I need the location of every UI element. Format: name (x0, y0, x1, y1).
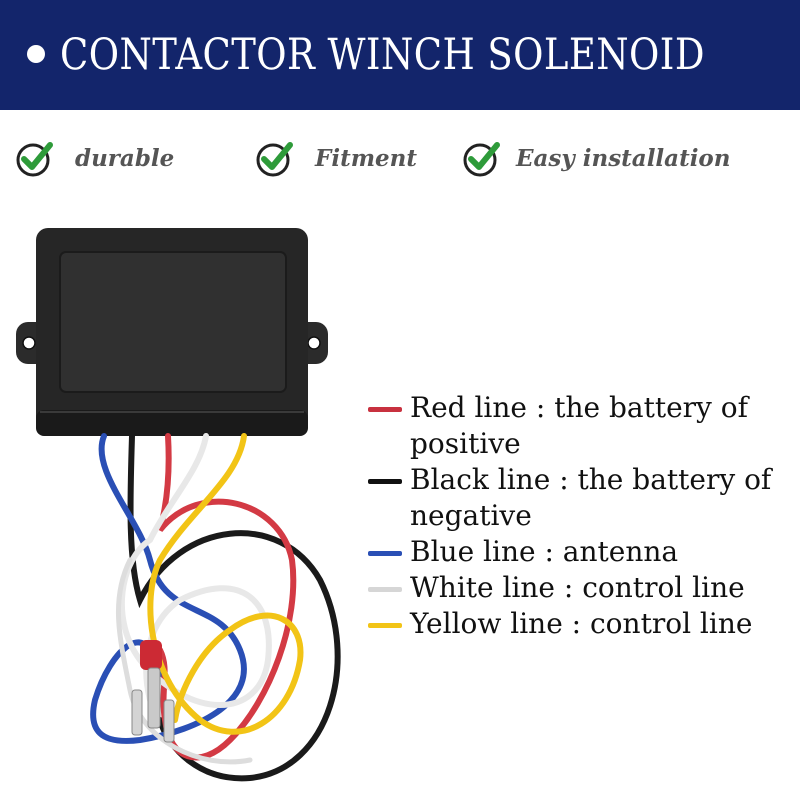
legend-label: Blue line : antenna (410, 535, 679, 568)
feature-fitment: Fitment (255, 133, 417, 183)
solenoid-housing (36, 228, 308, 436)
yellow-line-swatch (368, 623, 402, 628)
white-line-swatch (368, 587, 402, 592)
legend-label: White line : control line (410, 571, 745, 604)
wire-black (127, 433, 341, 782)
legend-label: Red line : the battery of positive (410, 391, 748, 460)
check-circle-icon (256, 142, 293, 177)
wire-harness (90, 433, 341, 782)
legend-item-blue: Blue line : antenna (368, 534, 798, 570)
blue-line-swatch (368, 551, 402, 556)
check-circle-icon (16, 142, 53, 177)
wire-white-2 (115, 557, 253, 765)
wire-color-legend: Red line : the battery of positive Black… (368, 390, 798, 642)
legend-item-yellow: Yellow line : control line (368, 606, 798, 642)
feature-label: Easy installation (516, 144, 731, 172)
black-line-swatch (368, 479, 402, 484)
legend-label: Yellow line : control line (410, 607, 753, 640)
feature-label: durable (75, 144, 175, 172)
solenoid-product-image (16, 228, 341, 782)
legend-item-white: White line : control line (368, 570, 798, 606)
bullet-icon (27, 45, 45, 63)
title-banner: CONTACTOR WINCH SOLENOID (0, 0, 800, 110)
wire-terminals (131, 640, 175, 743)
feature-easy-installation: Easy installation (462, 133, 731, 183)
legend-label: Black line : the battery of negative (410, 463, 772, 532)
wire-yellow (147, 433, 304, 735)
red-line-swatch (368, 407, 402, 412)
check-circle-icon (463, 142, 500, 177)
feature-durable: durable (15, 133, 174, 183)
feature-label: Fitment (315, 144, 418, 172)
page-title: CONTACTOR WINCH SOLENOID (60, 30, 705, 80)
wire-white (118, 433, 272, 708)
legend-item-black: Black line : the battery of negative (368, 462, 798, 534)
legend-item-red: Red line : the battery of positive (368, 390, 798, 462)
